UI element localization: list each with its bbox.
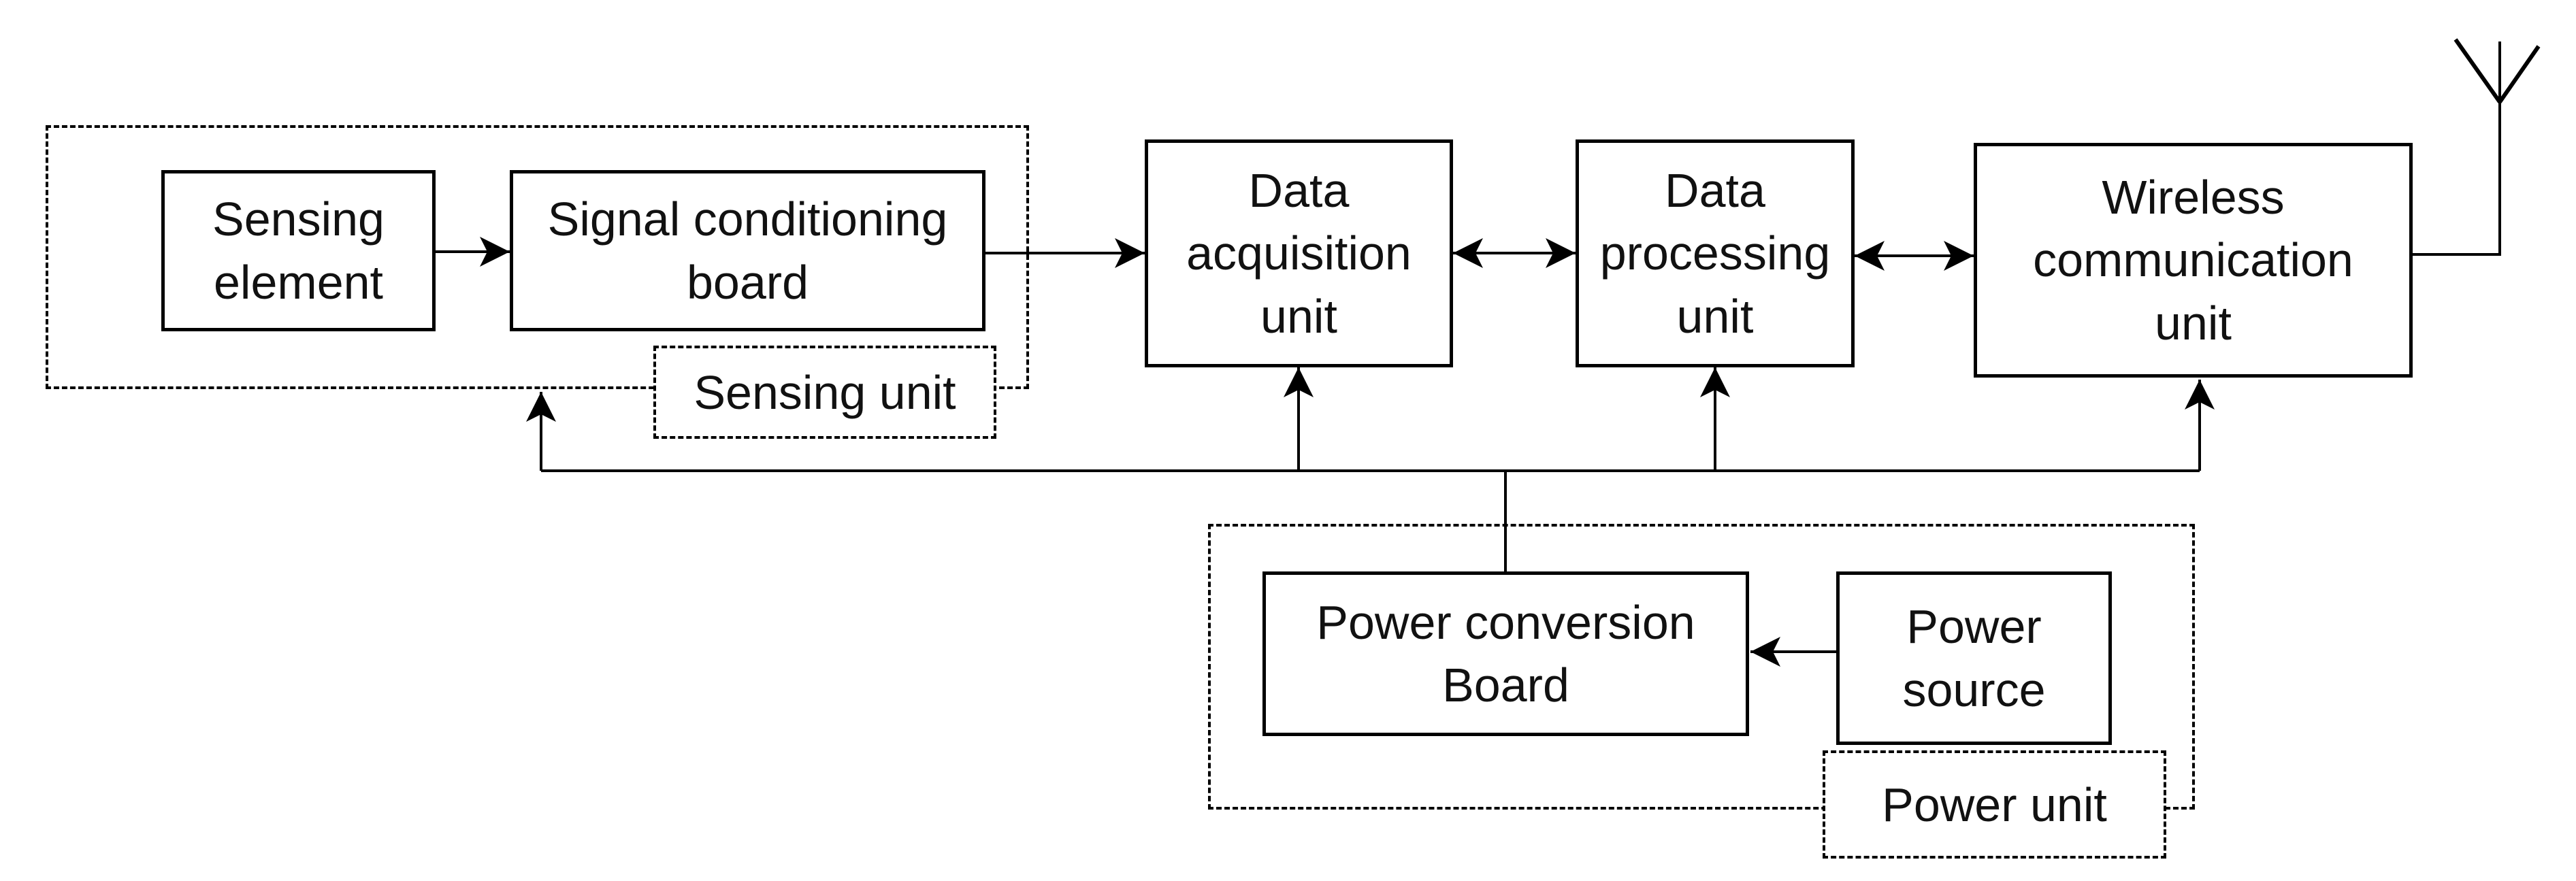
signal-conditioning-board-label: Signal conditioning board xyxy=(547,193,948,309)
wireless-communication-unit-label: Wireless communication unit xyxy=(2033,170,2353,350)
power-unit-group-outline xyxy=(1208,524,2195,810)
data-processing-unit-label: Data processing unit xyxy=(1599,163,1831,343)
antenna-icon xyxy=(2453,38,2541,103)
sensing-unit-tag: Sensing unit xyxy=(653,346,996,439)
sensing-element-block: Sensing element xyxy=(161,170,436,331)
power-conversion-board-block: Power conversion Board xyxy=(1262,571,1749,736)
data-acquisition-unit-label: Data acquisition unit xyxy=(1186,163,1412,343)
power-conversion-board-label: Power conversion Board xyxy=(1316,595,1695,712)
power-unit-tag-label: Power unit xyxy=(1882,778,2107,831)
sensing-element-label: Sensing element xyxy=(212,193,385,309)
power-source-label: Power source xyxy=(1902,600,2046,716)
signal-conditioning-board-block: Signal conditioning board xyxy=(510,170,985,331)
sensing-unit-group-outline xyxy=(46,125,1029,389)
power-unit-tag: Power unit xyxy=(1823,750,2166,859)
data-processing-unit-block: Data processing unit xyxy=(1576,139,1855,367)
antenna-feed-line xyxy=(2413,41,2501,256)
wireless-communication-unit-block: Wireless communication unit xyxy=(1974,143,2413,378)
sensing-unit-tag-label: Sensing unit xyxy=(694,365,956,419)
power-source-block: Power source xyxy=(1836,571,2112,745)
data-acquisition-unit-block: Data acquisition unit xyxy=(1145,139,1453,367)
